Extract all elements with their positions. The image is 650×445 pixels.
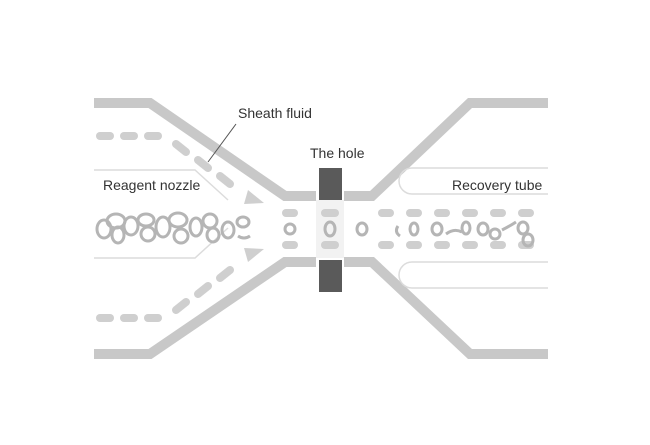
hole-plates [319,168,342,292]
sheath-fluid-label: Sheath fluid [238,105,312,121]
lower-plate [319,260,342,292]
recovery-tube-label: Recovery tube [452,177,542,193]
lower-right-wall [344,257,548,359]
nozzle-upper-edge [94,169,229,201]
arrow-lower [244,248,264,262]
recovered-cells [394,220,535,248]
the-hole-label: The hole [310,145,365,161]
reagent-nozzle-label: Reagent nozzle [103,177,201,193]
flow-arrows [244,190,264,262]
upper-right-wall [344,98,548,201]
recovery-tube [398,167,548,289]
sheath-flow-dashes [96,132,534,322]
cell-cluster [95,211,251,245]
lower-left-wall [94,257,316,359]
hole-highlight [316,200,344,258]
aligned-cells [283,220,369,238]
arrow-upper [244,190,264,204]
tube-upper-edge [398,167,548,195]
upper-plate [319,168,342,200]
tube-lower-edge [398,261,548,289]
sheath-fluid-leader [207,123,237,163]
